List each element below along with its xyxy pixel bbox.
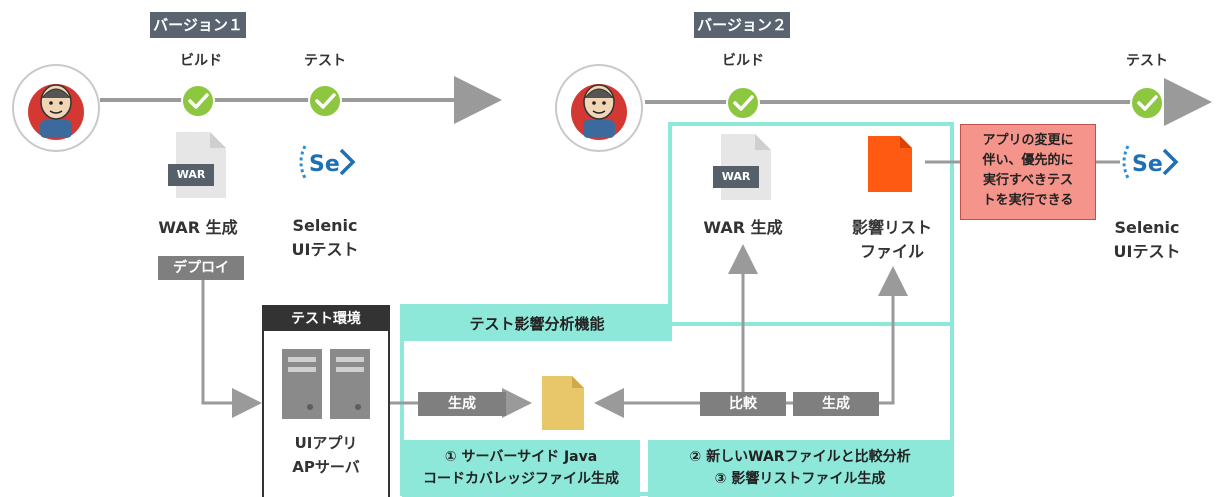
v1-build-label: ビルド [180,53,222,69]
yellow-file-icon [540,374,586,432]
step1-box: ① サーバーサイド Java コードカバレッジファイル生成 [402,440,640,497]
jenkins-icon [553,62,645,154]
step2-box: ② 新しいWARファイルと比較分析 ③ 影響リストファイル生成 [648,440,952,497]
callout-line: トを実行できる [982,193,1074,208]
deploy-arrow [201,280,262,418]
test-env-line2: APサーバ [292,458,360,476]
callout-box: アプリの変更に 伴い、優先的に 実行すべきテス トを実行できる [960,124,1096,220]
v2-impact-line1: 影響リスト [851,218,932,237]
war-file-icon: WAR [168,130,228,200]
version1-title: バージョン１ [150,12,246,38]
compare-label: 比較 [700,392,786,416]
check-icon [307,83,343,119]
v2-war-label: WAR 生成 [703,218,783,237]
callout-line: アプリの変更に [982,133,1074,148]
step1-line1: ① サーバーサイド Java [444,449,598,465]
test-environment-box: テスト環境 UIアプリ APサーバ [262,305,390,497]
generate-label-1: 生成 [418,392,506,416]
analysis-title: テスト影響分析機能 [402,307,672,341]
test-env-title: テスト環境 [264,307,388,331]
version2-title: バージョン２ [694,12,790,38]
v1-selenic-line1: Selenic [292,216,358,235]
svg-text:Se: Se [309,152,340,177]
v2-impact-line2: ファイル [859,242,924,261]
check-icon [1129,85,1165,121]
v1-test-label: テスト [304,53,346,69]
analysis-frame-upper [668,122,954,326]
v1-war-label: WAR 生成 [158,218,238,237]
generate-label-2: 生成 [793,392,879,416]
svg-text:Se: Se [1132,152,1163,177]
check-icon [725,85,761,121]
selenic-logo-icon: Se [295,142,357,182]
deploy-label: デプロイ [158,256,244,280]
step1-line2: コードカバレッジファイル生成 [423,471,619,487]
war-icon-text: WAR [176,168,206,181]
generate-to-impact-arrow [878,266,908,405]
callout-line: 実行すべきテス [982,173,1074,188]
v2-selenic-line1: Selenic [1114,218,1180,237]
callout-line: 伴い、優先的に [982,153,1074,168]
jenkins-icon [10,62,102,154]
check-icon [180,83,216,119]
war-file-icon: WAR [713,132,773,202]
red-file-icon [866,134,914,194]
v2-selenic-line2: UIテスト [1113,242,1181,261]
v2-test-label: テスト [1126,53,1168,69]
server-icon [280,347,372,421]
step2-line1: ② 新しいWARファイルと比較分析 [689,449,911,465]
v1-selenic-line2: UIテスト [291,240,359,259]
war-icon-text: WAR [721,170,751,183]
v2-build-label: ビルド [722,53,764,69]
selenic-logo-icon: Se [1118,142,1180,182]
test-env-line1: UIアプリ [294,434,358,452]
step2-line2: ③ 影響リストファイル生成 [714,471,886,487]
